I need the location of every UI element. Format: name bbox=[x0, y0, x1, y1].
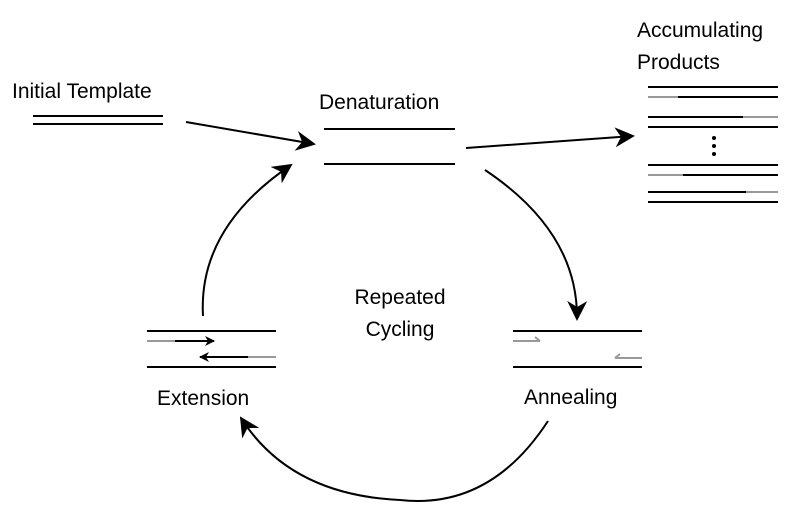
arrow-template-to-denaturation bbox=[185, 121, 316, 151]
repeated-cycling-label-line2: Cycling bbox=[366, 318, 435, 341]
denatured-strands bbox=[324, 128, 455, 165]
accumulating-products-label-line2: Products bbox=[637, 51, 720, 74]
repeated-cycling-label-line1: Repeated bbox=[354, 286, 445, 309]
arrow-extension-to-denaturation bbox=[201, 163, 293, 317]
arrow-annealing-to-extension bbox=[239, 416, 549, 502]
arrow-denaturation-to-products bbox=[465, 127, 635, 149]
accumulating-products-strands bbox=[648, 86, 778, 203]
extension-strands bbox=[147, 330, 276, 368]
ellipsis-dots-icon bbox=[712, 136, 716, 156]
denaturation-label: Denaturation bbox=[319, 91, 439, 114]
accumulating-products-label-line1: Accumulating bbox=[637, 19, 763, 42]
process-arrows bbox=[185, 121, 635, 502]
extension-label: Extension bbox=[157, 387, 249, 410]
initial-template-label: Initial Template bbox=[12, 80, 152, 103]
initial-template-dna bbox=[33, 115, 163, 125]
annealing-label: Annealing bbox=[524, 386, 617, 409]
arrow-denaturation-to-annealing bbox=[484, 169, 588, 321]
annealing-strands bbox=[513, 330, 642, 368]
